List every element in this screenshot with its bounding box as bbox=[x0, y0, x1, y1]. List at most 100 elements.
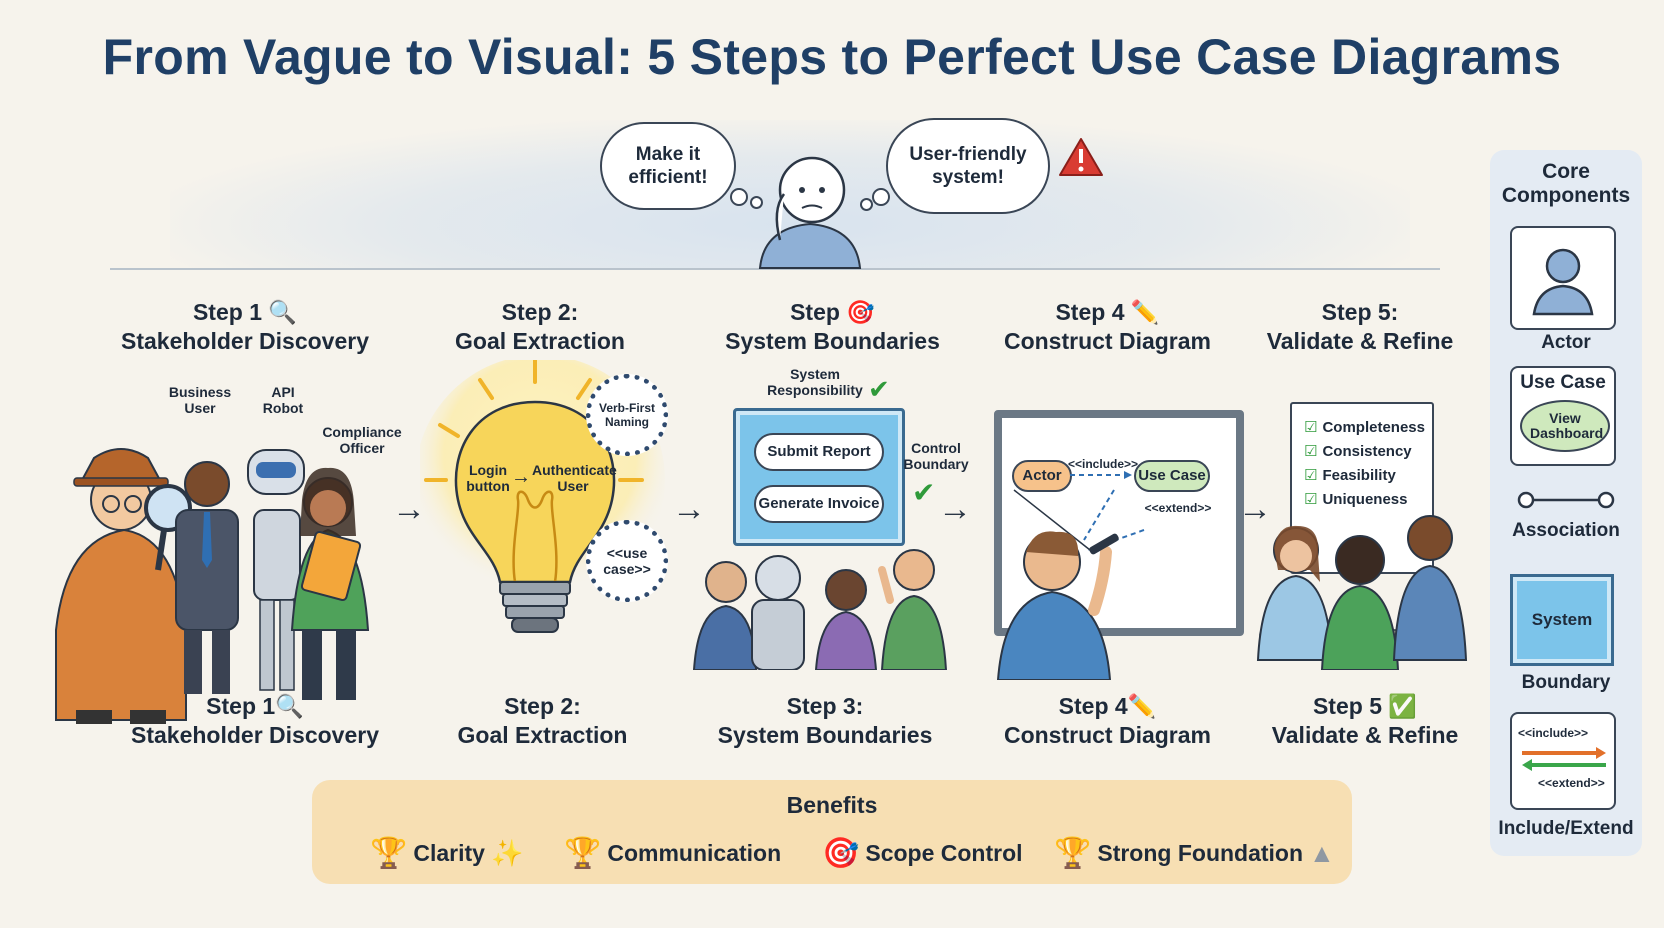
view-dashboard-ellipse: View Dashboard bbox=[1520, 400, 1610, 452]
association-icon bbox=[1517, 491, 1615, 509]
step-2-header: Step 2: Goal Extraction bbox=[415, 298, 665, 356]
step-5-footer: Step 5 ✅ Validate & Refine bbox=[1255, 692, 1475, 750]
warning-icon bbox=[1059, 138, 1103, 176]
step-3-footer-title: System Boundaries bbox=[717, 722, 933, 748]
checklist: ☑Completeness ☑Consistency ☑Feasibility … bbox=[1304, 418, 1425, 509]
step-arrow: → bbox=[938, 490, 972, 528]
thought-dot bbox=[860, 198, 873, 211]
step-5-footer-label: Step 5 ✅ bbox=[1312, 693, 1418, 719]
compliance-officer-figure bbox=[290, 467, 370, 700]
trophy-icon: 🏆 bbox=[564, 837, 602, 870]
system-responsibility-text: System Responsibility bbox=[767, 366, 863, 398]
use-case-node: Use Case bbox=[1134, 460, 1210, 492]
verb-first-badge: Verb-First Naming bbox=[586, 374, 668, 456]
step-3-label: Step 🎯 bbox=[790, 299, 875, 325]
step-4-header: Step 4 ✏️ Construct Diagram bbox=[980, 298, 1235, 356]
step-1-title: Stakeholder Discovery bbox=[120, 328, 369, 354]
use-case-card: Use Case View Dashboard bbox=[1510, 366, 1616, 466]
checklist-item-label: Feasibility bbox=[1322, 466, 1396, 484]
step-3-footer-label: Step 3: bbox=[786, 693, 864, 719]
thought-bubble-left: Make it efficient! bbox=[600, 122, 736, 210]
step-2-footer: Step 2: Goal Extraction bbox=[420, 692, 665, 750]
view-dashboard-text: View Dashboard bbox=[1530, 410, 1604, 441]
benefit-label: Communication bbox=[607, 840, 782, 866]
step-2-footer-label: Step 2: bbox=[504, 693, 581, 719]
verb-first-badge-text: Verb-First Naming bbox=[598, 401, 655, 429]
step-4-title: Construct Diagram bbox=[1003, 328, 1212, 354]
step-2-title: Goal Extraction bbox=[455, 328, 625, 354]
step-1-header: Step 1 🔍 Stakeholder Discovery bbox=[105, 298, 385, 356]
compliance-officer-label: Compliance Officer bbox=[322, 424, 402, 456]
step-4-footer-label: Step 4✏️ bbox=[1058, 693, 1157, 719]
step-2-arrow-icon: → bbox=[511, 466, 531, 488]
step-1-footer: Step 1🔍 Stakeholder Discovery bbox=[120, 692, 390, 750]
thought-bubble-right: User-friendly system! bbox=[886, 118, 1050, 214]
thought-dot bbox=[872, 188, 890, 206]
page-title: From Vague to Visual: 5 Steps to Perfect… bbox=[102, 29, 1562, 85]
api-robot-figure bbox=[247, 449, 305, 691]
use-case-badge-text: <<use case>> bbox=[603, 545, 651, 577]
core-components-sidebar: Core Components Actor Use Case View Dash… bbox=[1490, 150, 1642, 856]
trophy-icon: 🏆 bbox=[1054, 837, 1092, 870]
include-label: <<include>> bbox=[1068, 457, 1139, 471]
step-4-footer-title: Construct Diagram bbox=[1003, 722, 1212, 748]
use-case-badge: <<use case>> bbox=[586, 520, 668, 602]
checklist-item: ☑Uniqueness bbox=[1304, 490, 1425, 509]
business-user-figure bbox=[175, 461, 239, 694]
thought-bubble-right-text: User-friendly system! bbox=[909, 144, 1027, 188]
benefit-communication: 🏆 Communication bbox=[564, 836, 781, 871]
audience-person bbox=[878, 549, 948, 670]
benefit-scope-control: 🎯 Scope Control bbox=[822, 836, 1023, 871]
step-2-footer-title: Goal Extraction bbox=[457, 722, 628, 748]
step-1-label: Step 1 🔍 bbox=[192, 299, 298, 325]
step-5-team-illustration bbox=[1256, 515, 1468, 670]
include-extend-arrows-icon bbox=[1522, 747, 1606, 771]
authenticate-user-label: Authenticate User bbox=[532, 462, 617, 494]
trophy-icon: 🏆 bbox=[370, 837, 408, 870]
audience-person bbox=[692, 561, 758, 670]
business-user-label: Business User bbox=[168, 384, 232, 416]
system-boundary-card: System bbox=[1510, 574, 1614, 666]
actor-label: Actor bbox=[1541, 332, 1591, 353]
confused-person-icon bbox=[758, 156, 862, 269]
step-5-header: Step 5: Validate & Refine bbox=[1250, 298, 1470, 356]
step-4-footer: Step 4✏️ Construct Diagram bbox=[980, 692, 1235, 750]
actor-icon bbox=[1532, 248, 1594, 316]
checklist-item: ☑Feasibility bbox=[1304, 466, 1425, 485]
include-extend-label: Include/Extend bbox=[1498, 818, 1634, 839]
team-member bbox=[1392, 515, 1468, 661]
system-boundary-box: Submit Report Generate Invoice bbox=[733, 408, 905, 546]
check-icon: ✔ bbox=[912, 477, 936, 508]
step-1-footer-title: Stakeholder Discovery bbox=[130, 722, 379, 748]
step-4-presenter-illustration bbox=[996, 489, 1145, 680]
step-2-label: Step 2: bbox=[501, 299, 579, 325]
team-member bbox=[1256, 525, 1334, 661]
checklist-item-label: Uniqueness bbox=[1322, 490, 1408, 508]
extend-text: <<extend>> bbox=[1538, 776, 1605, 790]
step-5-footer-title: Validate & Refine bbox=[1271, 722, 1459, 748]
system-responsibility-label: System Responsibility bbox=[760, 366, 870, 398]
submit-report-use-case: Submit Report bbox=[754, 433, 884, 471]
sidebar-title: Core Components bbox=[1501, 160, 1631, 207]
checkbox-checked-icon: ☑ bbox=[1304, 491, 1318, 508]
step-5-title: Validate & Refine bbox=[1266, 328, 1454, 354]
checkbox-checked-icon: ☑ bbox=[1304, 419, 1318, 436]
benefits-banner: Benefits 🏆 Clarity ✨ 🏆 Communication 🎯 S… bbox=[312, 780, 1352, 884]
checklist-item-label: Completeness bbox=[1322, 418, 1425, 436]
checklist-item: ☑Consistency bbox=[1304, 442, 1425, 461]
benefit-label: Strong Foundation bbox=[1097, 840, 1304, 866]
system-label: System bbox=[1531, 610, 1593, 629]
benefit-strong-foundation: 🏆 Strong Foundation ▲ bbox=[1054, 836, 1335, 871]
detective-figure bbox=[55, 448, 192, 724]
checkbox-checked-icon: ☑ bbox=[1304, 467, 1318, 484]
step-5-label: Step 5: bbox=[1321, 299, 1399, 325]
login-button-label: Login button bbox=[466, 462, 510, 494]
thought-dot bbox=[750, 196, 763, 209]
boundary-label: Boundary bbox=[1521, 672, 1611, 693]
checklist-item-label: Consistency bbox=[1322, 442, 1412, 460]
check-icon: ✔ bbox=[868, 374, 890, 404]
association-label: Association bbox=[1512, 520, 1620, 541]
sparkle-icon: ✨ bbox=[490, 838, 524, 868]
step-4-label: Step 4 ✏️ bbox=[1055, 299, 1160, 325]
pyramid-icon: ▲ bbox=[1309, 838, 1335, 868]
